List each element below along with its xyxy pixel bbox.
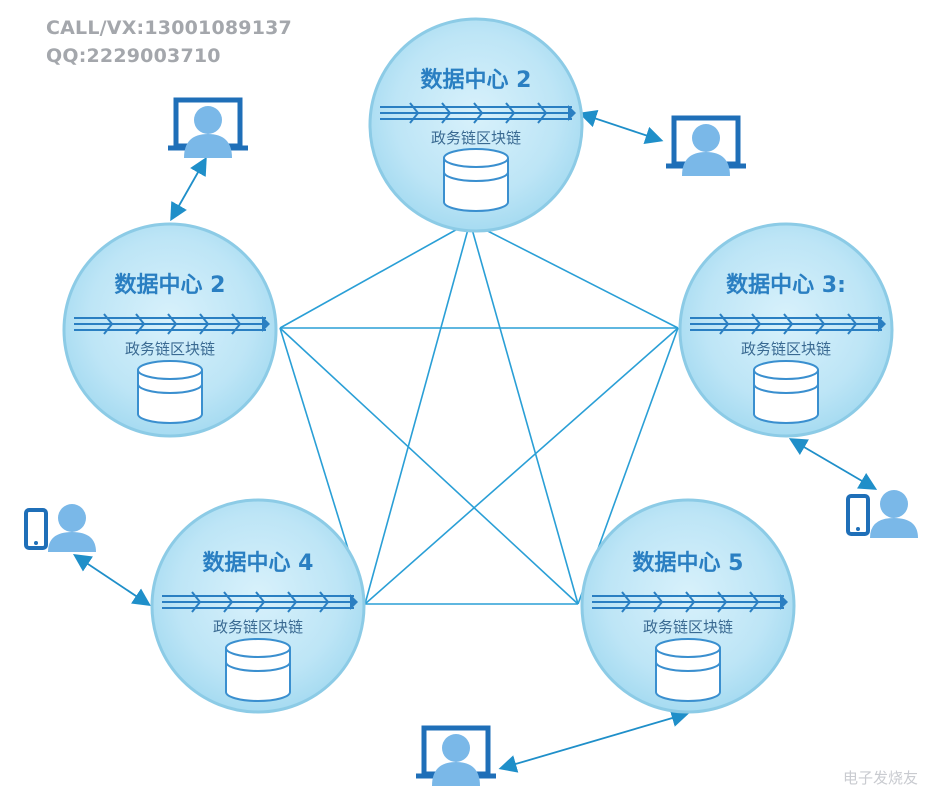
mesh-links: [279, 221, 679, 605]
node-circle: [150, 498, 366, 714]
node-top: 数据中心 2 政务链区块链: [368, 17, 584, 233]
contact-qq: QQ:2229003710: [46, 45, 221, 67]
chain-bar-icon: [689, 313, 887, 335]
node-circle: [580, 498, 796, 714]
node-subtitle: 政务链区块链: [741, 340, 831, 358]
arrow-user-upper-right: [788, 438, 878, 490]
user-links: [73, 110, 878, 773]
contact-call: CALL/VX:13001089137: [46, 17, 292, 39]
node-title: 数据中心 2: [115, 272, 226, 298]
user-phone-icon: [24, 502, 98, 554]
database-icon: [225, 638, 291, 702]
contact-info: CALL/VX:13001089137 QQ:2229003710: [46, 14, 292, 70]
watermark-logo: 电子发烧友: [842, 769, 918, 787]
database-icon: [753, 360, 819, 424]
link-top-upper-right: [469, 221, 679, 329]
arrow-user-upper-left: [170, 156, 207, 222]
user-phone-icon: [846, 488, 920, 540]
arrow-user-top: [578, 110, 664, 144]
node-lower-left: 数据中心 4 政务链区块链: [150, 498, 366, 714]
node-upper-left: 数据中心 2 政务链区块链: [62, 222, 278, 438]
node-subtitle: 政务链区块链: [125, 340, 215, 358]
chain-bar-icon: [379, 102, 577, 124]
user-monitor-icon: [416, 728, 496, 786]
database-icon: [655, 638, 721, 702]
user-monitor-icon: [666, 118, 746, 176]
user-monitor-icon: [168, 100, 248, 158]
link-upper-left-lower-right: [279, 327, 579, 605]
node-title: 数据中心 5: [633, 550, 744, 576]
node-title: 数据中心 4: [203, 550, 314, 576]
database-icon: [137, 360, 203, 424]
node-upper-right: 数据中心 3: 政务链区块链: [678, 222, 894, 438]
link-upper-right-lower-left: [364, 327, 679, 605]
link-top-upper-left: [279, 221, 471, 329]
link-top-lower-right: [469, 221, 579, 605]
arrow-user-bottom: [498, 709, 690, 773]
node-lower-right: 数据中心 5 政务链区块链: [580, 498, 796, 714]
database-icon: [443, 148, 509, 212]
chain-bar-icon: [73, 313, 271, 335]
chain-bar-icon: [591, 591, 789, 613]
node-subtitle: 政务链区块链: [213, 618, 303, 636]
node-circle: [368, 17, 584, 233]
node-title: 数据中心 3:: [726, 272, 846, 298]
arrow-user-lower-left: [73, 554, 151, 606]
node-subtitle: 政务链区块链: [431, 129, 521, 147]
node-title: 数据中心 2: [421, 67, 532, 93]
node-subtitle: 政务链区块链: [643, 618, 733, 636]
link-top-lower-left: [364, 221, 471, 605]
chain-bar-icon: [161, 591, 359, 613]
